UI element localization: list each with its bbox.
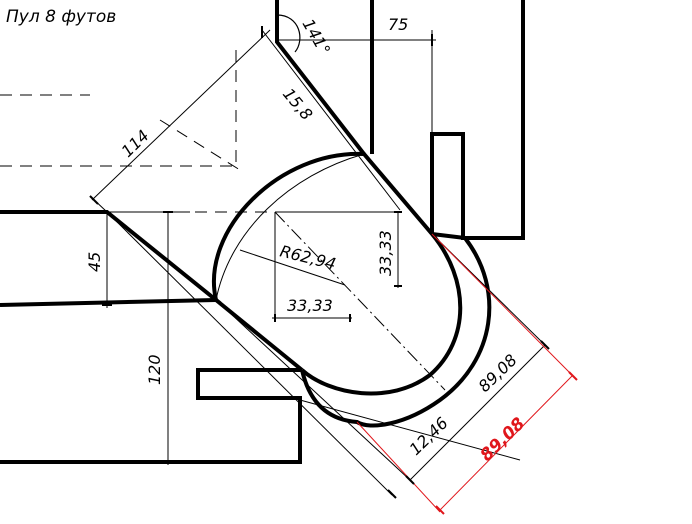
dimension-120: 120 — [145, 354, 164, 385]
outer-bowl-outline — [300, 232, 492, 428]
red-ticks — [435, 371, 578, 515]
dimension-33-33-horizontal: 33,33 — [287, 296, 333, 315]
dimension-15-8: 15,8 — [279, 84, 316, 124]
dimension-89-08: 89,08 — [475, 350, 521, 395]
dimension-ticks — [89, 26, 550, 499]
dimension-75: 75 — [388, 15, 408, 34]
dimension-114: 114 — [118, 126, 153, 161]
drawing-title: Пул 8 футов — [6, 7, 116, 27]
top-corner-outline — [275, 0, 366, 156]
left-platform-outline — [0, 210, 222, 307]
angle-label: 141° — [299, 16, 335, 59]
bottom-ledge-outline — [0, 368, 302, 464]
dimension-45: 45 — [85, 252, 104, 272]
angle-arc — [276, 14, 301, 53]
dimension-33-33-vertical: 33,33 — [376, 230, 395, 276]
red-dimension — [356, 233, 576, 513]
radius-label: R62,94 — [278, 241, 338, 273]
dimension-89-08-red: 89,08 — [477, 414, 530, 466]
inner-bowl-outline — [212, 151, 463, 396]
object-outlines — [0, 0, 525, 464]
right-block-outline — [430, 0, 525, 240]
dimension-12-46: 12,46 — [406, 413, 452, 458]
lower-diagonal-outline — [214, 298, 304, 372]
